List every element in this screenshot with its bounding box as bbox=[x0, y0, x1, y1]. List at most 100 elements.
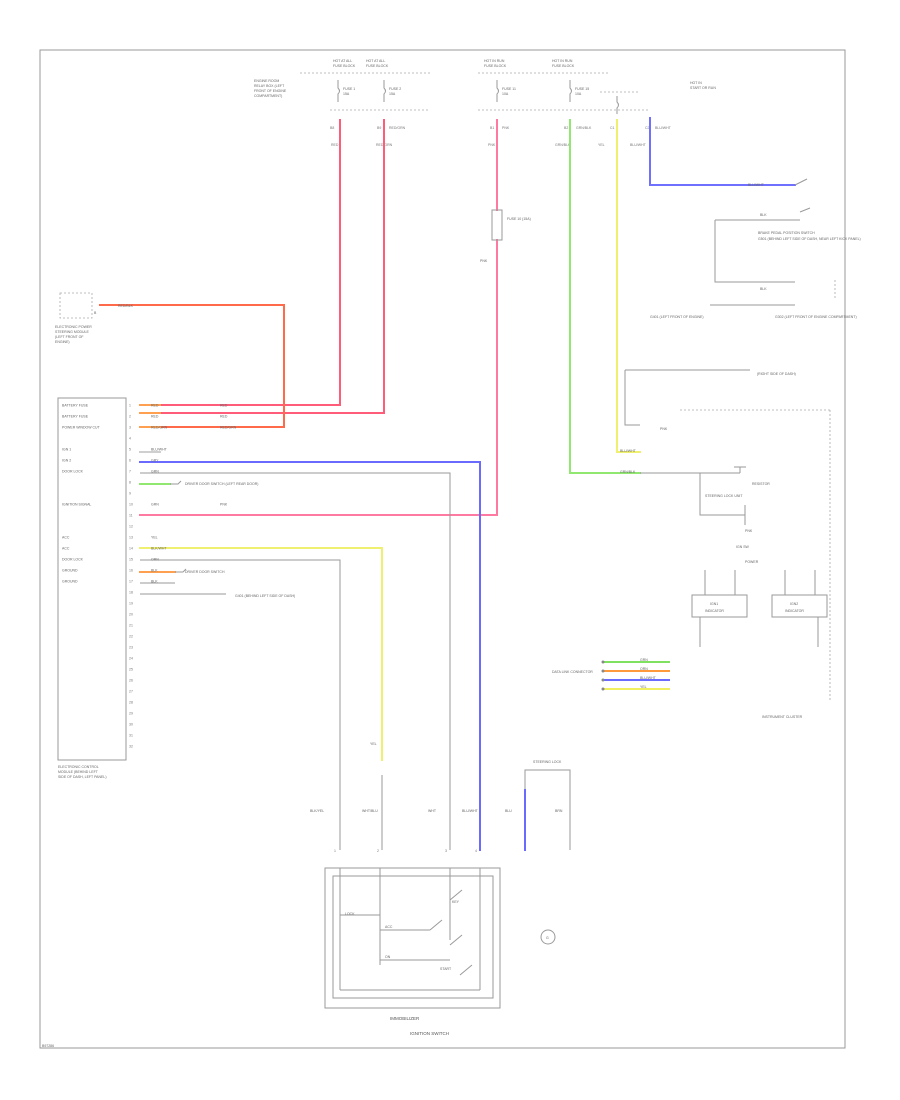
ecm-pin-number: 2 bbox=[129, 415, 131, 419]
ecm-pin-number: 25 bbox=[129, 668, 133, 672]
svg-text:WHT: WHT bbox=[428, 809, 437, 813]
svg-text:10A: 10A bbox=[502, 92, 509, 96]
dlc-wire-label: YEL bbox=[640, 685, 647, 689]
ecm-pin-number: 19 bbox=[129, 602, 133, 606]
ecm-pin-wire: BLK/WHT bbox=[151, 547, 167, 551]
svg-text:BLU/WHT: BLU/WHT bbox=[655, 126, 672, 130]
ecm-pin-number: 17 bbox=[129, 580, 133, 584]
fuse-pin-labels: B8 B9 RED/GRN B1 PNK B2 GRN/BLK C1 C2 BL… bbox=[330, 126, 672, 147]
svg-text:POWER: POWER bbox=[745, 560, 759, 564]
ecm-pin-number: 7 bbox=[129, 470, 131, 474]
fuse-c1 bbox=[616, 96, 619, 114]
dlc-pin-dot bbox=[601, 669, 605, 673]
ecm-pin-number: 9 bbox=[129, 492, 131, 496]
svg-text:FRONT OF ENGINE: FRONT OF ENGINE bbox=[254, 89, 287, 93]
svg-text:GRN/BLK: GRN/BLK bbox=[576, 126, 592, 130]
dlc-wire-label: BLU/WHT bbox=[640, 676, 657, 680]
svg-text:INDICATOR: INDICATOR bbox=[705, 609, 724, 613]
fuse-header-1b: FUSE BLOCK bbox=[333, 64, 356, 68]
svg-text:C2: C2 bbox=[645, 126, 650, 130]
ecm-pin-label: BATTERY FUSE bbox=[62, 404, 89, 408]
fuse-1: FUSE 1 15A bbox=[337, 80, 355, 102]
antenna-symbol: G bbox=[540, 929, 556, 945]
inline-fuse-pink: FUSE 10 (15A) PNK bbox=[480, 209, 531, 263]
ecm-pin-wire: RED bbox=[151, 404, 159, 408]
ecm-pin-wire: RED/GRN bbox=[151, 426, 168, 430]
svg-text:WHT/BLU: WHT/BLU bbox=[362, 809, 378, 813]
ignition-switch: YEL BLK/YEL WHT/BLU WHT BLU/WHT 1 2 3 4 … bbox=[310, 742, 501, 1036]
ecm-pin-label: GROUND bbox=[62, 580, 78, 584]
svg-text:B2: B2 bbox=[564, 126, 568, 130]
svg-text:RED/BLK: RED/BLK bbox=[118, 304, 134, 308]
svg-text:3: 3 bbox=[445, 849, 447, 853]
svg-text:4: 4 bbox=[475, 849, 477, 853]
ecm-pin-label: POWER WINDOW CUT bbox=[62, 426, 101, 430]
ecm-pin-wire: GRN bbox=[151, 503, 159, 507]
svg-text:PNK: PNK bbox=[502, 126, 510, 130]
svg-text:FUSE 15: FUSE 15 bbox=[575, 87, 589, 91]
svg-text:2: 2 bbox=[377, 849, 379, 853]
svg-text:LOCK: LOCK bbox=[345, 912, 355, 916]
ecm-pin-number: 15 bbox=[129, 558, 133, 562]
ecm-pin-number: 11 bbox=[129, 514, 133, 518]
svg-text:B8: B8 bbox=[330, 126, 334, 130]
fuse-header-2b: FUSE BLOCK bbox=[366, 64, 389, 68]
ecm-pin-wire: BLK bbox=[151, 569, 158, 573]
svg-text:B9: B9 bbox=[377, 126, 381, 130]
svg-text:G302 (LEFT FRONT OF ENGINE COM: G302 (LEFT FRONT OF ENGINE COMPARTMENT) bbox=[775, 315, 857, 319]
svg-text:15A: 15A bbox=[343, 92, 350, 96]
svg-text:DATA LINK CONNECTOR: DATA LINK CONNECTOR bbox=[552, 670, 593, 674]
wire-yel-c1 bbox=[616, 119, 641, 453]
cluster-area: (RIGHT SIDE OF DASH) PNK BLU/WHT GRN/BLK… bbox=[552, 369, 831, 719]
ecm-pin-number: 32 bbox=[129, 745, 133, 749]
wire-red-2 bbox=[139, 119, 385, 414]
svg-text:FUSE 1: FUSE 1 bbox=[343, 87, 355, 91]
svg-text:BRAKE PEDAL POSITION SWITCH: BRAKE PEDAL POSITION SWITCH bbox=[758, 231, 815, 235]
ecm-notes: DRIVER DOOR SWITCH (LEFT REAR DOOR) DRIV… bbox=[170, 480, 295, 598]
ecm-pin-dest: RED bbox=[220, 404, 228, 408]
wire-grn-fuse15 bbox=[569, 119, 641, 474]
svg-text:G401 (BEHIND LEFT SIDE OF DASH: G401 (BEHIND LEFT SIDE OF DASH) bbox=[235, 594, 295, 598]
fuse-header-4b: FUSE BLOCK bbox=[552, 64, 575, 68]
svg-text:10A: 10A bbox=[575, 92, 582, 96]
svg-text:KEY: KEY bbox=[452, 900, 460, 904]
ecm-pin-label: ACC bbox=[62, 547, 70, 551]
wire-yel-ecm bbox=[139, 547, 383, 761]
fuse-header-6b: START OR RUN bbox=[690, 86, 716, 90]
svg-text:STEERING MODULE: STEERING MODULE bbox=[55, 330, 90, 334]
ecm-pin-wire: RED bbox=[151, 415, 159, 419]
svg-text:DRIVER DOOR SWITCH: DRIVER DOOR SWITCH bbox=[185, 570, 225, 574]
ecm-pin-dest: RED bbox=[220, 415, 228, 419]
fuse-header-3b: FUSE BLOCK bbox=[484, 64, 507, 68]
ecm-pin-number: 3 bbox=[129, 426, 131, 430]
ecm-pin-number: 26 bbox=[129, 679, 133, 683]
svg-text:B1: B1 bbox=[490, 126, 494, 130]
ecm-pin-number: 6 bbox=[129, 459, 131, 463]
svg-text:RED/GRN: RED/GRN bbox=[389, 126, 406, 130]
wire-blu-long bbox=[139, 461, 481, 851]
svg-text:B: B bbox=[94, 311, 97, 315]
wire-blu-top bbox=[649, 117, 796, 186]
steering-lock-unit: STEERING LOCK BLU BRN bbox=[505, 760, 571, 851]
ecm-pin-dest: RED/GRN bbox=[220, 426, 237, 430]
ecm-pin-label: DOOR LOCK bbox=[62, 558, 84, 562]
ecm-caption-1: ELECTRONIC CONTROL bbox=[58, 765, 99, 769]
svg-text:FUSE 10 (15A): FUSE 10 (15A) bbox=[507, 217, 531, 221]
ecm-pin-number: 30 bbox=[129, 723, 133, 727]
wire-red-blk bbox=[99, 304, 285, 428]
svg-text:BLU: BLU bbox=[505, 809, 512, 813]
svg-text:(LEFT FRONT OF: (LEFT FRONT OF bbox=[55, 335, 83, 339]
ecm-pin-number: 28 bbox=[129, 701, 133, 705]
dlc-wire-label: ORN bbox=[640, 667, 648, 671]
svg-text:ON: ON bbox=[385, 955, 391, 959]
wire-red-1 bbox=[139, 119, 341, 406]
ecm-pin-number: 10 bbox=[129, 503, 133, 507]
diagram-frame bbox=[39, 49, 846, 1049]
ecm-pin-number: 21 bbox=[129, 624, 133, 628]
dlc-pin-dot bbox=[601, 687, 605, 691]
ecm-pin-wire: ORN bbox=[151, 558, 159, 562]
ecm-pin-number: 31 bbox=[129, 734, 133, 738]
svg-text:GRN/BLK: GRN/BLK bbox=[555, 143, 571, 147]
